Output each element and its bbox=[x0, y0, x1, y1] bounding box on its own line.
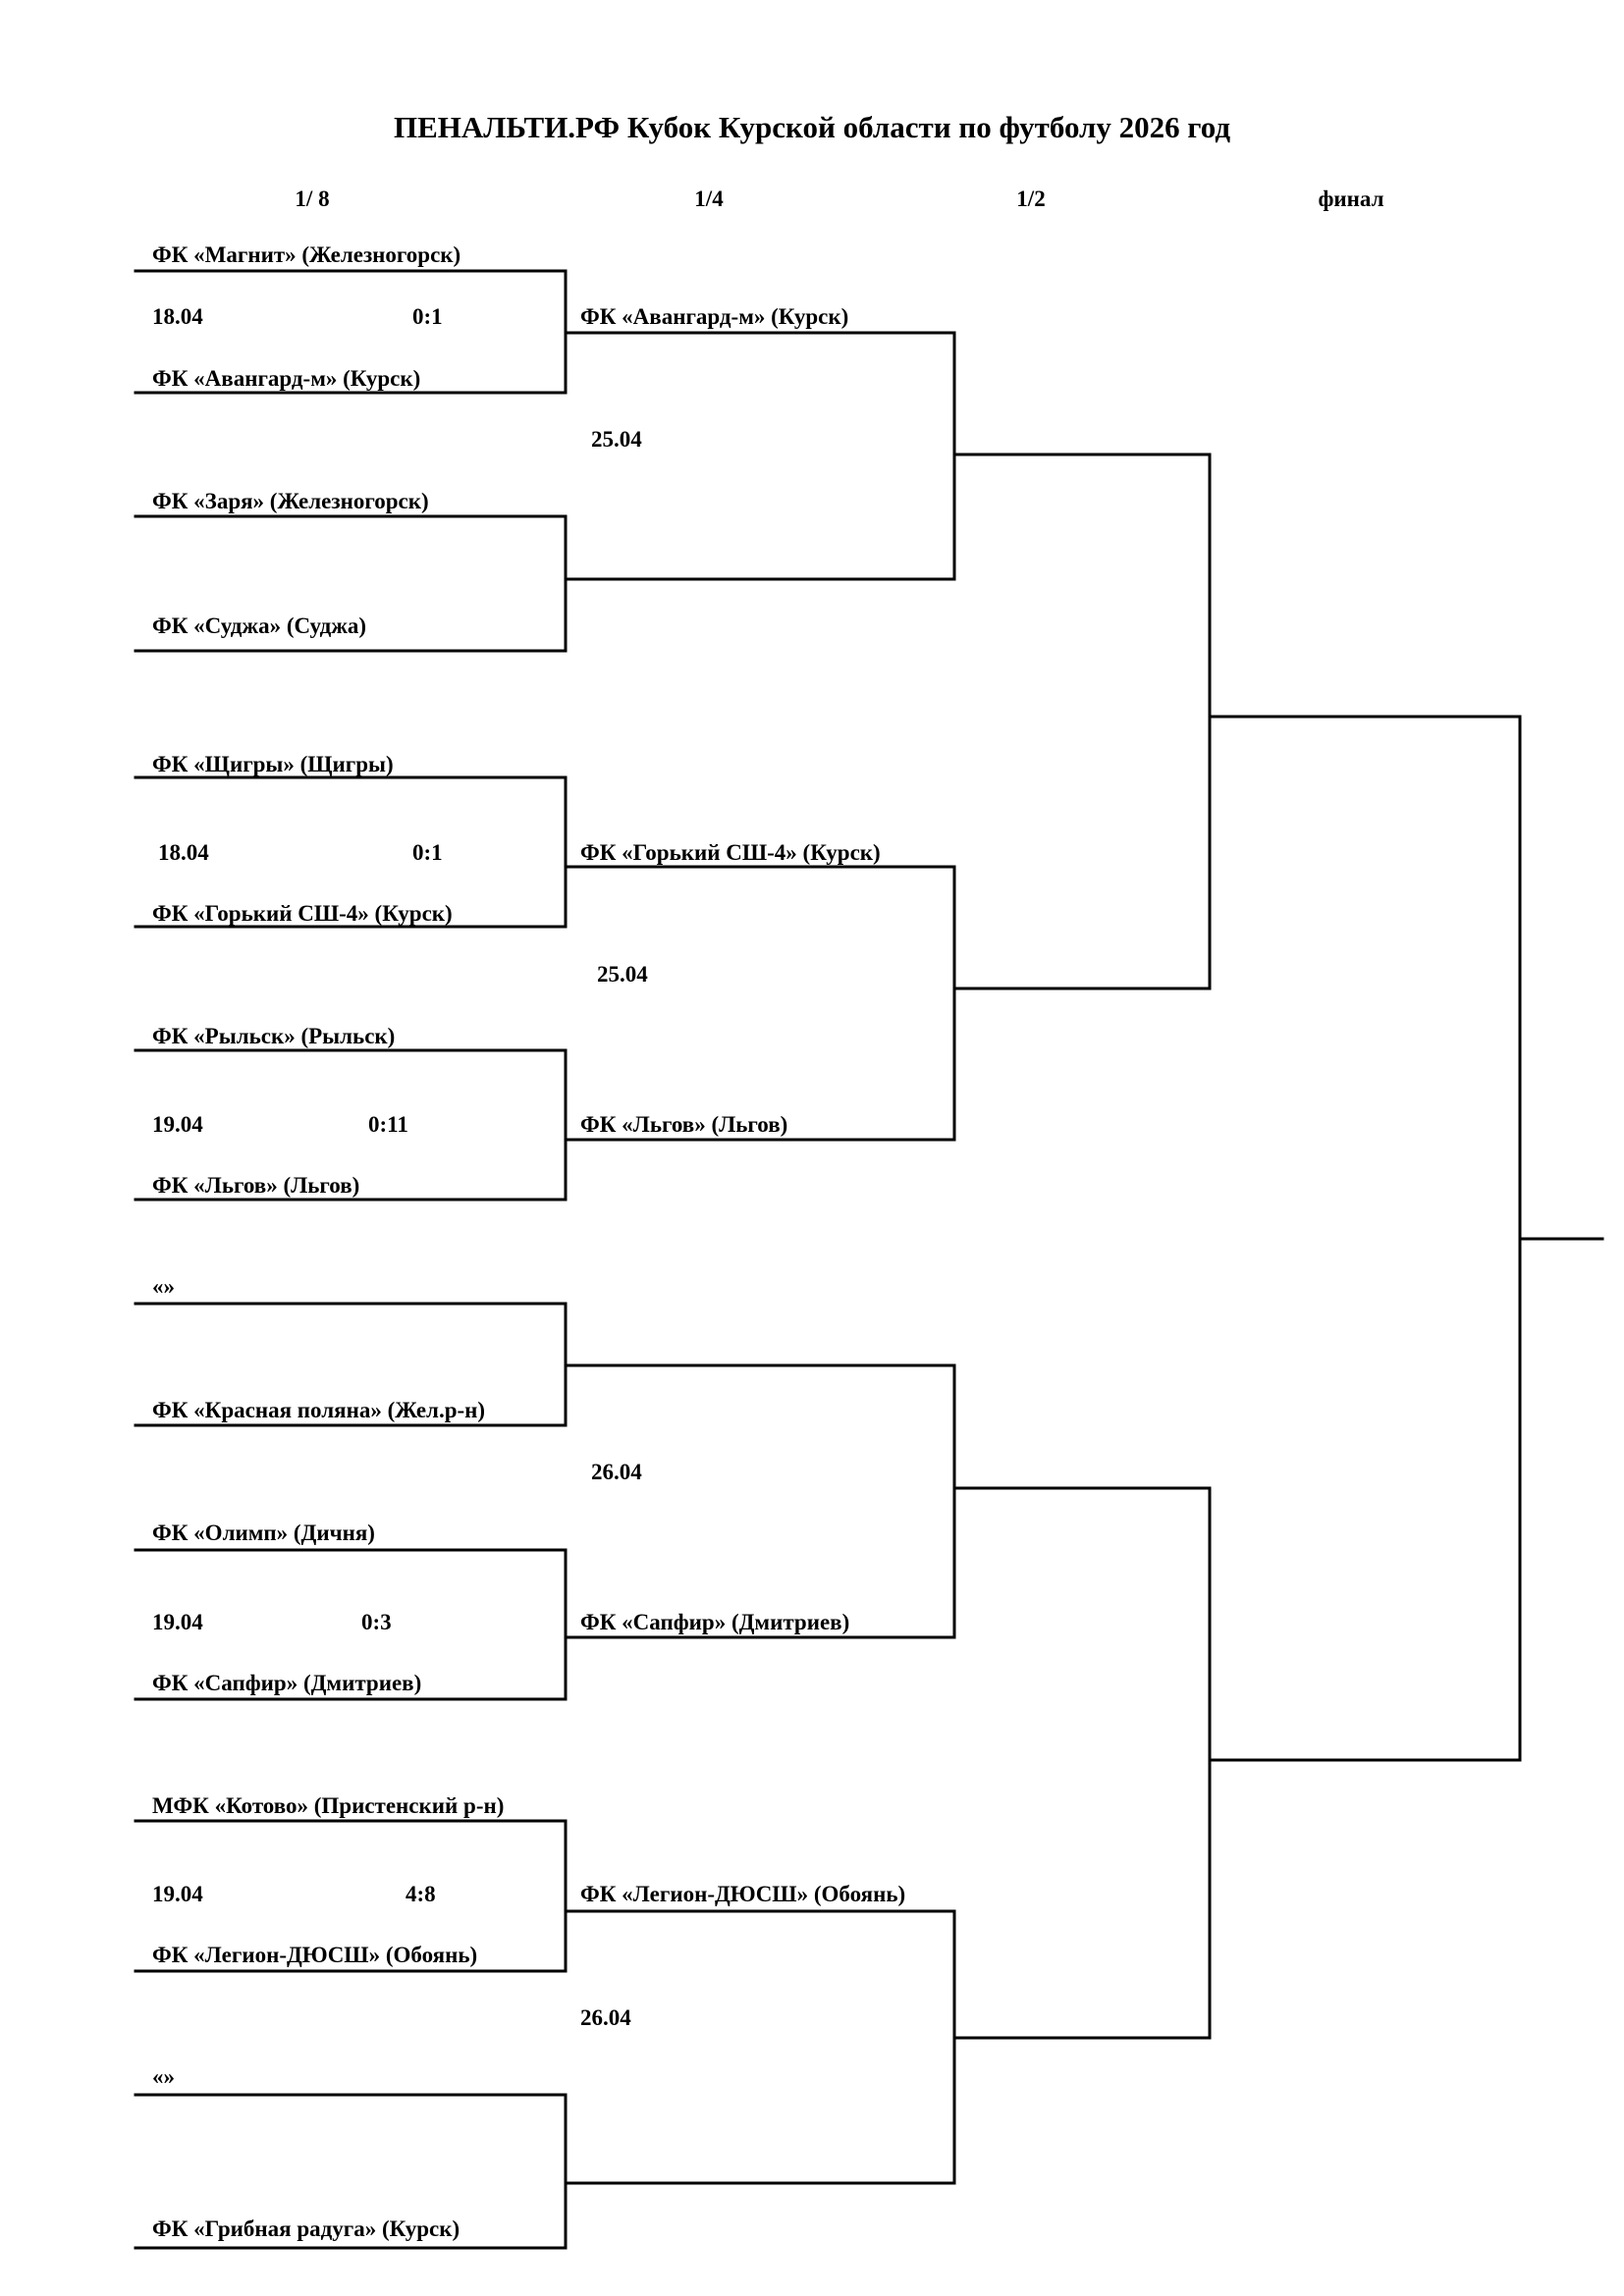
qf-team-top: ФК «Авангард-м» (Курск) bbox=[580, 304, 849, 329]
round-header-r16: 1/ 8 bbox=[295, 187, 330, 211]
r16-team-top: ФК «Заря» (Железногорск) bbox=[152, 489, 429, 513]
r16-match-score: 4:8 bbox=[406, 1882, 436, 1906]
r16-team-top: ФК «Рыльск» (Рыльск) bbox=[152, 1024, 396, 1048]
r16-match-date: 18.04 bbox=[158, 840, 209, 865]
round-header-qf: 1/4 bbox=[694, 187, 724, 211]
qf-match-date: 25.04 bbox=[597, 962, 648, 987]
r16-team-bottom: ФК «Авангард-м» (Курск) bbox=[152, 366, 421, 391]
qf-match-date: 26.04 bbox=[591, 1460, 642, 1484]
r16-team-top: ФК «Олимп» (Дичня) bbox=[152, 1521, 375, 1545]
r16-team-top: «» bbox=[152, 2064, 175, 2089]
r16-match-score: 0:1 bbox=[412, 840, 443, 865]
round-header-sf: 1/2 bbox=[1016, 187, 1046, 211]
r16-match-score: 0:11 bbox=[368, 1112, 408, 1137]
r16-match-date: 19.04 bbox=[152, 1610, 203, 1634]
r16-team-top: «» bbox=[152, 1274, 175, 1299]
r16-team-bottom: ФК «Легион-ДЮСШ» (Обоянь) bbox=[152, 1943, 478, 1967]
r16-team-bottom: ФК «Горький СШ-4» (Курск) bbox=[152, 901, 453, 926]
round-header-final: финал bbox=[1318, 187, 1384, 211]
r16-team-top: ФК «Магнит» (Железногорск) bbox=[152, 242, 461, 267]
page-title: ПЕНАЛЬТИ.РФ Кубок Курской области по фут… bbox=[393, 110, 1231, 144]
r16-team-bottom: ФК «Суджа» (Суджа) bbox=[152, 614, 367, 638]
r16-team-bottom: ФК «Льгов» (Льгов) bbox=[152, 1173, 360, 1198]
qf-match-date: 25.04 bbox=[591, 427, 642, 452]
r16-match-score: 0:1 bbox=[412, 304, 443, 329]
qf-team-top: ФК «Легион-ДЮСШ» (Обоянь) bbox=[580, 1882, 906, 1906]
qf-team-bottom: ФК «Льгов» (Льгов) bbox=[580, 1112, 788, 1137]
qf-match-date: 26.04 bbox=[580, 2005, 631, 2030]
r16-team-top: ФК «Щигры» (Щигры) bbox=[152, 752, 394, 776]
r16-team-top: МФК «Котово» (Пристенский р-н) bbox=[152, 1793, 505, 1818]
r16-match-date: 18.04 bbox=[152, 304, 203, 329]
qf-team-top: ФК «Горький СШ-4» (Курск) bbox=[580, 840, 881, 865]
r16-match-date: 19.04 bbox=[152, 1882, 203, 1906]
r16-match-score: 0:3 bbox=[361, 1610, 392, 1634]
qf-team-bottom: ФК «Сапфир» (Дмитриев) bbox=[580, 1610, 850, 1634]
r16-match-date: 19.04 bbox=[152, 1112, 203, 1137]
r16-team-bottom: ФК «Красная поляна» (Жел.р-н) bbox=[152, 1398, 486, 1422]
r16-team-bottom: ФК «Грибная радуга» (Курск) bbox=[152, 2216, 460, 2241]
r16-team-bottom: ФК «Сапфир» (Дмитриев) bbox=[152, 1671, 422, 1695]
